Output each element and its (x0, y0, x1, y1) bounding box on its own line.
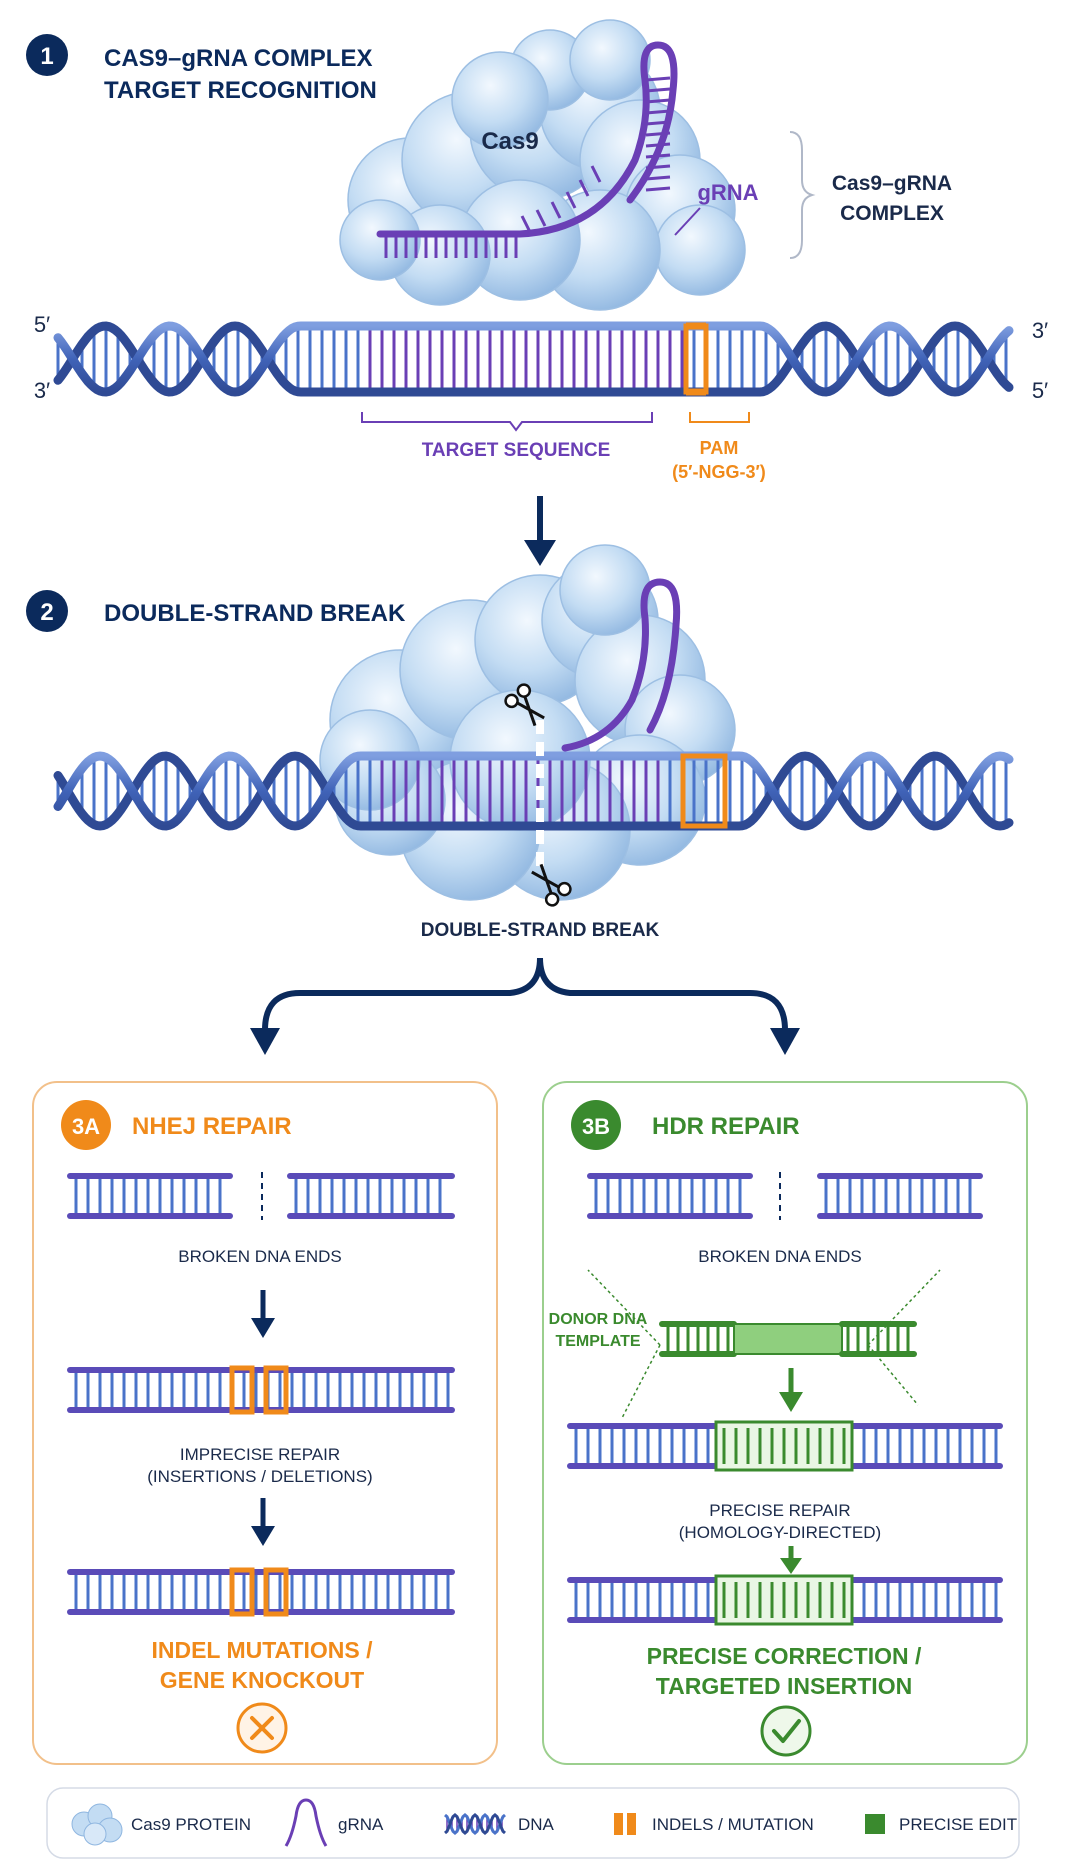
step2-header: 2 DOUBLE-STRAND BREAK (26, 590, 406, 632)
complex-label-line1: Cas9–gRNA (832, 172, 952, 195)
nhej-outcome-line2: GENE KNOCKOUT (160, 1667, 364, 1693)
hdr-broken-dna (587, 1172, 983, 1220)
step1-number-badge (26, 34, 68, 76)
donor-label-line2: TEMPLATE (555, 1333, 640, 1350)
cas9-protein-icon (71, 1803, 123, 1846)
step1-title-line2: TARGET RECOGNITION (104, 77, 377, 104)
indel-icon (614, 1813, 636, 1835)
hdr-repair-line1: PRECISE REPAIR (709, 1501, 850, 1520)
hdr-badge: 3B (582, 1114, 610, 1139)
hdr-panel: 3B HDR REPAIR BROKEN DNA ENDS DONOR DNA … (542, 1081, 1028, 1765)
step1-header: 1 CAS9–gRNA COMPLEX TARGET RECOGNITION (26, 34, 377, 104)
nhej-arrow-2 (251, 1498, 275, 1546)
hdr-title: HDR REPAIR (652, 1113, 800, 1140)
nhej-repair-line1: IMPRECISE REPAIR (180, 1445, 340, 1464)
hdr-precise-repair-dna (567, 1420, 1003, 1472)
dna-helix-step1 (53, 321, 1014, 397)
nhej-repair-line2: (INSERTIONS / DELETIONS) (147, 1467, 372, 1486)
nhej-broken-dna (67, 1172, 455, 1220)
split-arrow (250, 957, 800, 1055)
donor-dna-template (659, 1321, 917, 1357)
hdr-edited-dna (567, 1574, 1003, 1626)
legend-label-indel: INDELS / MUTATION (652, 1815, 814, 1834)
pam-highlight-step2 (680, 753, 728, 829)
nhej-badge: 3A (72, 1114, 100, 1139)
nhej-title: NHEJ REPAIR (132, 1113, 292, 1140)
grna-label: gRNA (697, 180, 758, 205)
hdr-broken-label: BROKEN DNA ENDS (698, 1247, 861, 1266)
dna-helix-step2 (53, 751, 1014, 831)
pam-label: PAM (700, 438, 739, 458)
legend-label-cas9: Cas9 PROTEIN (131, 1815, 251, 1834)
complex-label-line2: COMPLEX (840, 202, 944, 225)
grna-pointer (674, 207, 701, 236)
hdr-outcome-line2: TARGETED INSERTION (656, 1673, 912, 1699)
step2-title: DOUBLE-STRAND BREAK (104, 600, 406, 627)
nhej-mutated-dna (67, 1567, 455, 1617)
nhej-arrow-1 (251, 1290, 275, 1338)
break-caption: DOUBLE-STRAND BREAK (421, 920, 660, 941)
three-prime-right: 3′ (1032, 318, 1048, 343)
legend: Cas9 PROTEIN gRNA DNA INDELS / MUTATION … (46, 1787, 1020, 1859)
three-prime-left: 3′ (34, 378, 50, 403)
legend-label-dna: DNA (518, 1815, 555, 1834)
target-label: TARGET SEQUENCE (422, 440, 611, 461)
complex-brace (789, 131, 816, 259)
cas9-label: Cas9 (481, 128, 538, 155)
nhej-imprecise-repair-dna (67, 1365, 455, 1415)
five-prime-right: 5′ (1032, 378, 1048, 403)
arrow-step1-to-step2 (524, 496, 556, 566)
pam-bracket (689, 412, 750, 423)
cas9-protein-step1 (339, 19, 746, 311)
grna-icon (284, 1798, 328, 1847)
hdr-arrow-1 (779, 1368, 803, 1412)
step2-number: 2 (40, 599, 53, 626)
five-prime-left: 5′ (34, 312, 50, 337)
nhej-outcome-line1: INDEL MUTATIONS / (151, 1637, 373, 1663)
donor-label-line1: DONOR DNA (549, 1311, 648, 1328)
x-icon (236, 1702, 288, 1754)
precise-edit-icon (865, 1814, 885, 1834)
hdr-arrow-2 (780, 1546, 802, 1574)
scissors-bottom-icon (531, 863, 572, 907)
step1-title-line1: CAS9–gRNA COMPLEX (104, 45, 372, 72)
grna-step1 (376, 41, 678, 258)
step1-number: 1 (40, 43, 53, 70)
nhej-panel: 3A NHEJ REPAIR BROKEN DNA ENDS IMPRECISE… (32, 1081, 498, 1765)
pam-highlight-step1 (683, 322, 709, 396)
pam-sequence: (5′-NGG-3′) (672, 462, 766, 482)
checkmark-icon (760, 1705, 812, 1757)
grna-step2 (561, 578, 681, 752)
scissors-top-icon (504, 683, 545, 727)
hdr-repair-line2: (HOMOLOGY-DIRECTED) (679, 1523, 881, 1542)
hdr-outcome-line1: PRECISE CORRECTION / (647, 1643, 922, 1669)
legend-label-precise: PRECISE EDIT (899, 1815, 1017, 1834)
nhej-broken-label: BROKEN DNA ENDS (178, 1247, 341, 1266)
legend-label-grna: gRNA (338, 1815, 384, 1834)
dna-icon (444, 1813, 506, 1835)
target-bracket (361, 412, 653, 432)
